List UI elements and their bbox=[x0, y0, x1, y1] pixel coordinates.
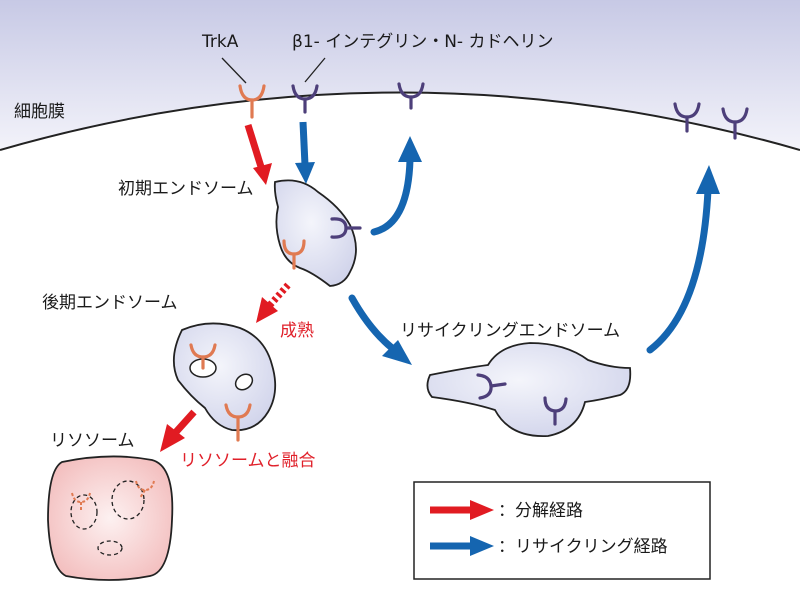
integrin-receptor-early bbox=[330, 217, 362, 239]
legend-degradation-arrow bbox=[430, 500, 494, 520]
recycling-endosome bbox=[426, 342, 632, 437]
trka-label: TrkA bbox=[201, 32, 239, 52]
recycling-endosome-label: リサイクリングエンドソーム bbox=[400, 321, 620, 341]
membrane-label: 細胞膜 bbox=[14, 102, 65, 122]
trka-internalization-arrow bbox=[244, 123, 272, 185]
integrin-receptor-surface-4 bbox=[721, 107, 749, 140]
degraded-trka-receptor-2 bbox=[135, 480, 155, 499]
trka-receptor-surface bbox=[238, 84, 266, 119]
trka-receptor-late-2 bbox=[224, 403, 252, 442]
trka-receptor-late-1 bbox=[189, 343, 217, 370]
legend-recycling-label: ：リサイクリング経路 bbox=[498, 537, 668, 557]
lysosome-fusion-arrow bbox=[160, 409, 197, 452]
legend-box bbox=[413, 481, 711, 580]
integrin-receptor-surface-2 bbox=[397, 82, 425, 110]
lysosome-fusion-label: リソソームと融合 bbox=[180, 451, 316, 471]
early-endosome-label: 初期エンドソーム bbox=[118, 179, 254, 199]
legend-recycling-arrow bbox=[430, 536, 494, 556]
integrin-leader-line bbox=[304, 57, 326, 83]
integrin-receptor-surface-3 bbox=[673, 102, 701, 133]
degraded-vesicle-3 bbox=[97, 540, 123, 556]
integrin-internalization-arrow bbox=[295, 121, 315, 184]
integrin-receptor-surface-1 bbox=[291, 84, 319, 114]
trka-receptor-early bbox=[282, 239, 306, 270]
legend-degradation-label: ：分解経路 bbox=[498, 501, 583, 521]
lysosome-label: リソソーム bbox=[50, 431, 135, 451]
degraded-vesicle-1 bbox=[70, 494, 98, 530]
slow-recycling-arrow bbox=[646, 165, 720, 354]
late-endosome-label: 後期エンドソーム bbox=[42, 293, 178, 313]
fast-recycling-arrow bbox=[370, 136, 422, 236]
trka-leader-line bbox=[221, 57, 247, 84]
to-recycling-endosome-arrow bbox=[348, 294, 412, 365]
lysosome bbox=[47, 455, 174, 581]
cell-membrane bbox=[0, 0, 800, 150]
integrin-label: β1- インテグリン・N- カドヘリン bbox=[292, 32, 553, 52]
degraded-vesicle-2 bbox=[111, 480, 145, 520]
intraluminal-vesicle-2 bbox=[234, 373, 254, 391]
cell-membrane-line bbox=[0, 91, 800, 151]
integrin-receptor-recycling-1 bbox=[476, 373, 507, 400]
degraded-trka-receptor-1 bbox=[71, 492, 91, 510]
maturation-arrow bbox=[256, 282, 291, 323]
maturation-label: 成熟 bbox=[280, 320, 314, 341]
integrin-receptor-recycling-2 bbox=[543, 396, 568, 426]
